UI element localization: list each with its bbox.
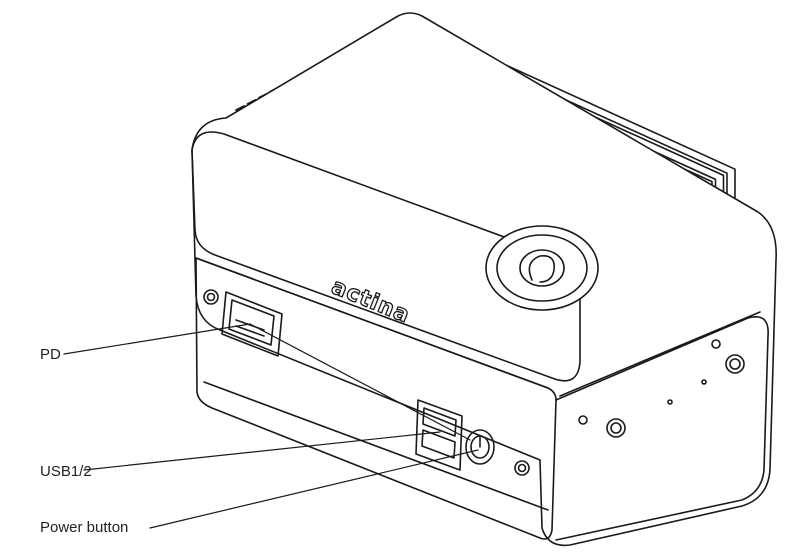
screw-right (514, 460, 530, 476)
usb-ports (415, 399, 463, 471)
side-seam (559, 311, 761, 397)
side-panel (555, 316, 769, 541)
leader-pd-ext (249, 323, 471, 441)
front-face-upper (191, 131, 581, 382)
front-panel (195, 257, 557, 540)
device-outline (191, 12, 777, 547)
screw-left (203, 289, 219, 305)
side-hole-1-inner (610, 422, 622, 434)
leader-pd (63, 323, 251, 355)
callout-pd: PD (40, 346, 61, 363)
screw-left-inner (206, 292, 216, 302)
side-hole-1 (606, 418, 626, 438)
callout-power-button: Power button (40, 519, 129, 536)
side-screw-1 (578, 415, 588, 425)
front-seam-lower (203, 381, 549, 511)
side-led-2 (701, 379, 707, 385)
power-button (465, 429, 495, 465)
leader-power (149, 449, 479, 529)
side-screw-2 (711, 339, 721, 349)
side-hole-2-inner (729, 358, 741, 370)
leader-usb (83, 431, 441, 471)
screw-right-inner (517, 463, 527, 473)
side-hole-2 (725, 354, 745, 374)
side-led (667, 399, 673, 405)
front-seam (195, 257, 549, 389)
callout-usb: USB1/2 (40, 463, 92, 480)
top-logo-button (485, 225, 599, 311)
